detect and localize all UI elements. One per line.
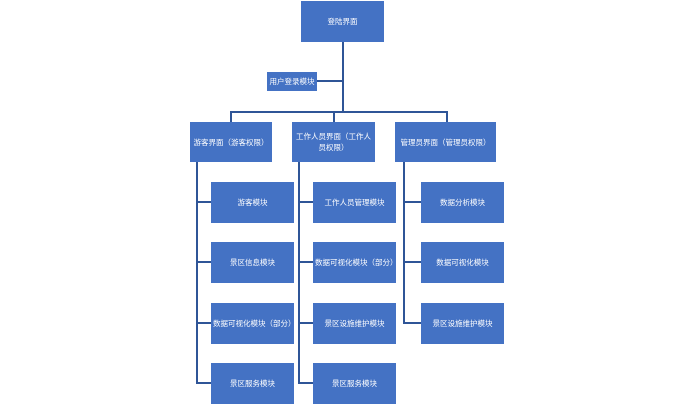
connector-b2-c2 <box>298 261 313 263</box>
connector-branch-2-drop <box>333 111 335 122</box>
connector-b2-c3 <box>298 322 313 324</box>
visitor-child-node: 数据可视化模块（部分） <box>211 303 296 344</box>
connector-branch-3-spine <box>403 162 405 323</box>
connector-b3-c1 <box>403 201 421 203</box>
connector-b3-c3 <box>403 322 421 324</box>
visitor-child-node: 景区服务模块 <box>211 363 294 404</box>
connector-b1-c3 <box>196 322 211 324</box>
connector-branch-3-drop <box>446 111 448 122</box>
visitor-child-node: 游客模块 <box>211 182 294 223</box>
admin-child-node: 景区设施维护模块 <box>421 303 504 344</box>
login-module-node: 用户登录模块 <box>267 72 317 91</box>
connector-branch-1-drop <box>230 111 232 122</box>
branch-node-visitor: 游客界面（游客权限） <box>190 122 272 162</box>
staff-child-node: 景区设施维护模块 <box>313 303 396 344</box>
connector-branch-1-spine <box>196 162 198 383</box>
connector-login-module <box>317 80 343 82</box>
branch-node-admin: 管理员界面（管理员权限） <box>395 122 496 162</box>
connector-branch-bar <box>230 111 448 113</box>
staff-child-node: 工作人员管理模块 <box>313 182 396 223</box>
connector-b1-c2 <box>196 261 211 263</box>
root-node: 登陆界面 <box>301 1 384 42</box>
branch-node-staff: 工作人员界面（工作人员权限） <box>292 122 375 162</box>
connector-b2-c1 <box>298 201 313 203</box>
staff-child-node: 数据可视化模块（部分） <box>313 242 398 283</box>
connector-b1-c4 <box>196 382 211 384</box>
connector-branch-2-spine <box>298 162 300 383</box>
staff-child-node: 景区服务模块 <box>313 363 396 404</box>
connector-b1-c1 <box>196 201 211 203</box>
admin-child-node: 数据可视化模块 <box>421 242 504 283</box>
connector-b3-c2 <box>403 261 421 263</box>
connector-b2-c4 <box>298 382 313 384</box>
visitor-child-node: 景区信息模块 <box>211 242 294 283</box>
connector-root-trunk <box>342 42 344 112</box>
admin-child-node: 数据分析模块 <box>421 182 504 223</box>
